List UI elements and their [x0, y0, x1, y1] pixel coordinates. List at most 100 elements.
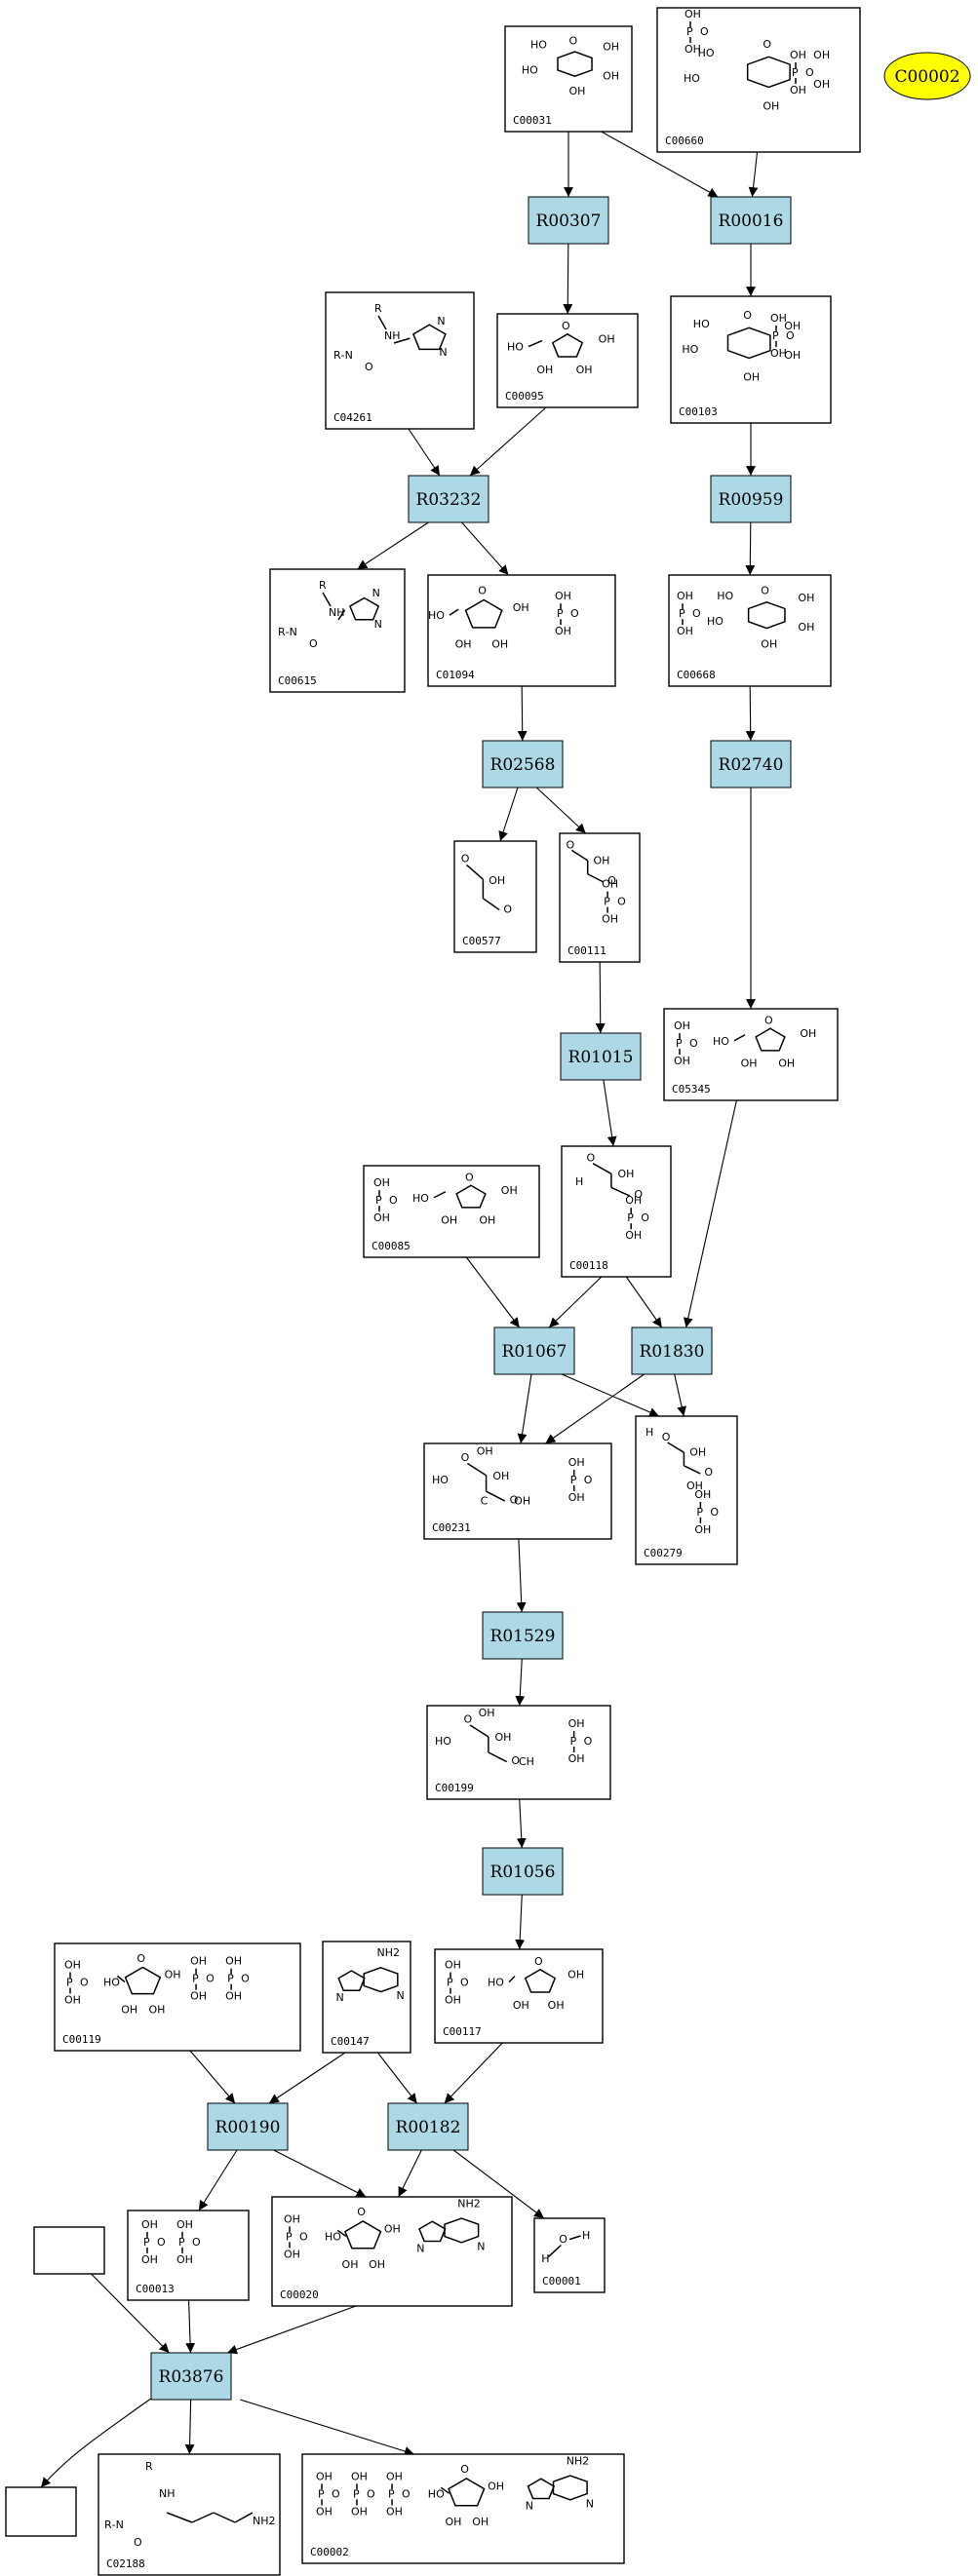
compound-id-label: C00013	[136, 2283, 175, 2295]
hydroxyl-label: HO	[435, 1735, 451, 1748]
hydroxyl-label: OH	[800, 1027, 816, 1040]
compound-id-label: C00577	[462, 935, 501, 947]
oxygen-label: O	[478, 585, 487, 597]
hydroxyl-label: OH	[536, 364, 553, 376]
reaction-box	[482, 1611, 564, 1660]
reaction-R00307[interactable]: R00307	[528, 196, 609, 245]
reaction-R00182[interactable]: R00182	[387, 2102, 469, 2151]
oxygen-label: O	[309, 637, 318, 650]
r-group-label: R‑N	[278, 626, 297, 638]
highlight-compound-oval[interactable]: C00002	[883, 52, 971, 100]
oxygen-label: O	[743, 309, 752, 322]
highlight-compound-label: C00002	[894, 67, 959, 87]
hydroxyl-label: OH	[603, 41, 619, 54]
compound-id-label: C00001	[542, 2275, 581, 2288]
blank-compound-box[interactable]	[5, 2486, 77, 2537]
oxygen-label: O	[461, 1451, 470, 1464]
reaction-R01830[interactable]: R01830	[631, 1326, 713, 1375]
edge-R00307-C00095	[563, 243, 573, 315]
reaction-id-label: R01067	[502, 1342, 567, 1362]
hydroxyl-label: OH	[472, 2516, 489, 2528]
edge-R00182-C00020	[398, 2149, 422, 2198]
hydroxyl-label: HO	[412, 1192, 429, 1205]
reaction-box	[560, 1032, 642, 1081]
reaction-R01529[interactable]: R01529	[482, 1611, 564, 1660]
amine-label: NH	[159, 2487, 176, 2500]
nitrogen-label: N	[437, 315, 445, 327]
hydroxyl-label: OH	[316, 2505, 333, 2518]
hydroxyl-label: OH	[790, 84, 806, 96]
hydroxyl-label: OH	[190, 1955, 207, 1968]
hydroxyl-label: OH	[568, 1491, 585, 1504]
reaction-id-label: R01056	[490, 1863, 556, 1882]
hydroxyl-label: OH	[593, 854, 609, 866]
compound-box	[670, 295, 832, 424]
reaction-R01067[interactable]: R01067	[493, 1326, 575, 1375]
hydroxyl-label: OH	[743, 371, 760, 384]
edge-R03876-C00002	[240, 2399, 414, 2456]
hydroxyl-label: OH	[386, 2470, 403, 2482]
reaction-R02568[interactable]: R02568	[482, 740, 564, 788]
reaction-R00190[interactable]: R00190	[207, 2102, 289, 2151]
reaction-R03876[interactable]: R03876	[150, 2352, 232, 2401]
compound-box	[301, 2453, 625, 2564]
reaction-box	[482, 740, 564, 788]
compound-id-label: C00020	[280, 2288, 319, 2301]
compound-box	[426, 1705, 611, 1800]
nitrogen-label: N	[439, 346, 447, 359]
hydroxyl-label: OH	[176, 2218, 193, 2231]
reaction-R01015[interactable]: R01015	[560, 1032, 642, 1081]
hydroxyl-label: OH	[491, 637, 508, 650]
edge-C00118-R01067	[548, 1276, 603, 1328]
compound-id-label: C00660	[665, 135, 704, 147]
reaction-R00959[interactable]: R00959	[710, 475, 792, 523]
oxygen-label: O	[241, 1973, 250, 1985]
compound-box	[453, 840, 537, 953]
hydroxyl-label: OH	[770, 312, 787, 325]
hydroxyl-label: HO	[717, 590, 733, 602]
compound-box	[269, 568, 406, 693]
reaction-R01056[interactable]: R01056	[482, 1847, 564, 1896]
hydroxyl-label: OH	[617, 1168, 634, 1180]
phosphorus-atom: P	[388, 2487, 395, 2500]
hydroxyl-label: OH	[441, 1213, 457, 1226]
reaction-id-label: R02568	[490, 755, 556, 775]
reaction-R02740[interactable]: R02740	[710, 740, 792, 788]
oxygen-label: O	[710, 1506, 719, 1519]
amine-label: NH	[384, 329, 401, 342]
reaction-R03232[interactable]: R03232	[408, 475, 489, 523]
amine-label: NH2	[377, 1946, 401, 1959]
reaction-R00016[interactable]: R00016	[710, 196, 792, 245]
compound-id-label: C00668	[677, 669, 716, 681]
hydroxyl-label: OH	[494, 1731, 511, 1744]
blank-compound-box[interactable]	[33, 2226, 105, 2275]
hydroxyl-label: OH	[685, 8, 701, 20]
oxygen-label: O	[134, 2536, 142, 2549]
edge-C00013-R03876	[185, 2299, 196, 2354]
hydroxyl-label: OH	[798, 592, 814, 604]
